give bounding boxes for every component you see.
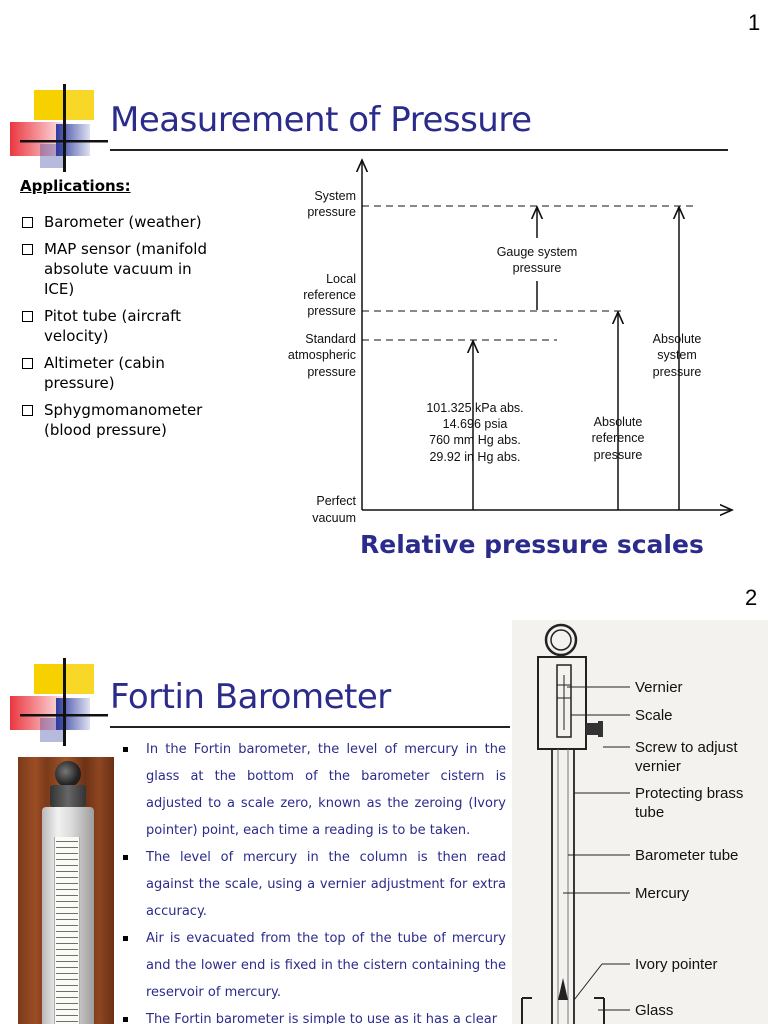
checkbox-bullet-icon xyxy=(22,405,33,416)
label-protecting: Protecting brass xyxy=(635,785,743,802)
checkbox-bullet-icon xyxy=(22,311,33,322)
label-local: Local xyxy=(326,272,356,286)
label-glass: Glass xyxy=(635,1002,673,1019)
checkbox-bullet-icon xyxy=(22,358,33,369)
applications-heading: Applications: xyxy=(20,177,131,195)
label-local-2: reference xyxy=(303,288,356,302)
label-vacuum: Perfect xyxy=(316,494,356,508)
checkbox-bullet-icon xyxy=(22,244,33,255)
label-std-value-4: 29.92 in Hg abs. xyxy=(429,450,520,464)
checkbox-bullet-icon xyxy=(22,217,33,228)
diagram-caption: Relative pressure scales xyxy=(360,530,704,559)
pressure-scale-diagram: System pressure Local reference pressure… xyxy=(288,150,740,525)
label-mercury: Mercury xyxy=(635,885,690,902)
slide-logo-icon xyxy=(10,658,108,746)
list-item: Altimeter (cabin pressure) xyxy=(20,353,225,393)
list-item: The level of mercury in the column is th… xyxy=(120,844,506,925)
label-barometer-tube: Barometer tube xyxy=(635,847,738,864)
label-std-value-3: 760 mm Hg abs. xyxy=(429,433,521,447)
slide-title: Measurement of Pressure xyxy=(110,100,532,140)
label-protecting-2: tube xyxy=(635,804,664,821)
label-abs-ref: Absolute xyxy=(594,415,643,429)
slide-title: Fortin Barometer xyxy=(110,677,391,717)
ivory-pointer xyxy=(558,978,568,1000)
fortin-barometer-diagram: Vernier Scale Screw to adjust vernier Pr… xyxy=(512,620,768,1024)
label-local-3: pressure xyxy=(307,304,356,318)
label-abs-ref-3: pressure xyxy=(594,448,643,462)
page-number: 2 xyxy=(745,585,758,610)
square-bullet-icon xyxy=(123,855,128,860)
label-std-value-2: 14.696 psia xyxy=(443,417,508,431)
scale-ticks xyxy=(56,841,78,1024)
label-system-2: pressure xyxy=(307,205,356,219)
fortin-bullet-list: In the Fortin barometer, the level of me… xyxy=(120,736,506,1024)
page-number: 1 xyxy=(748,10,761,35)
list-item: In the Fortin barometer, the level of me… xyxy=(120,736,506,844)
label-std-value-1: 101.325 kPa abs. xyxy=(426,401,523,415)
label-scale: Scale xyxy=(635,707,673,724)
square-bullet-icon xyxy=(123,747,128,752)
fortin-barometer-photo xyxy=(18,757,114,1024)
applications-list: Barometer (weather) MAP sensor (manifold… xyxy=(20,212,225,447)
label-ivory: Ivory pointer xyxy=(635,956,718,973)
title-divider xyxy=(110,149,728,151)
label-screw: Screw to adjust xyxy=(635,739,738,756)
label-abs-sys: Absolute xyxy=(653,332,702,346)
list-item: MAP sensor (manifold absolute vacuum in … xyxy=(20,239,225,299)
label-standard-3: pressure xyxy=(307,365,356,379)
title-divider xyxy=(110,726,510,728)
label-abs-ref-2: reference xyxy=(592,431,645,445)
square-bullet-icon xyxy=(123,1017,128,1022)
barometer-knob xyxy=(55,761,81,787)
label-standard-2: atmospheric xyxy=(288,348,356,362)
list-item: Sphygmomanometer (blood pressure) xyxy=(20,400,225,440)
hanging-ring xyxy=(544,623,578,657)
label-vernier: Vernier xyxy=(635,679,683,696)
adjust-screw xyxy=(586,723,598,735)
barometer-cap xyxy=(50,785,86,807)
label-standard: Standard xyxy=(305,332,356,346)
label-abs-sys-2: system xyxy=(657,348,697,362)
label-gauge: Gauge system xyxy=(497,245,578,259)
slide-logo-icon xyxy=(10,84,108,172)
label-abs-sys-3: pressure xyxy=(653,365,702,379)
label-gauge-2: pressure xyxy=(513,261,562,275)
label-screw-2: vernier xyxy=(635,758,681,775)
square-bullet-icon xyxy=(123,936,128,941)
list-item: Pitot tube (aircraft velocity) xyxy=(20,306,225,346)
list-item: Air is evacuated from the top of the tub… xyxy=(120,925,506,1006)
label-vacuum-2: vacuum xyxy=(312,511,356,525)
label-system: System xyxy=(314,189,356,203)
list-item: The Fortin barometer is simple to use as… xyxy=(120,1006,506,1024)
list-item: Barometer (weather) xyxy=(20,212,225,232)
vernier-housing xyxy=(537,656,587,750)
